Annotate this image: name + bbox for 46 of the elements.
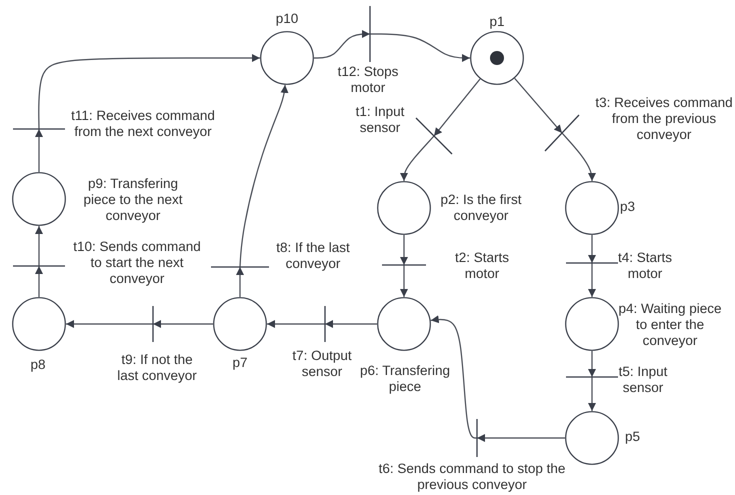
transition-label: t5: Input sensor bbox=[618, 364, 668, 396]
arc-arrow bbox=[38, 54, 260, 130]
place-label: p3 bbox=[620, 199, 636, 215]
arc-arrow bbox=[239, 84, 288, 268]
arc-arrow bbox=[588, 235, 596, 263]
arc-arrow bbox=[588, 263, 596, 297]
transition-label: t1: Input sensor bbox=[354, 104, 406, 136]
arc-arrow bbox=[588, 377, 596, 411]
place-label: p9: Transfering piece to the next conveyor bbox=[82, 176, 184, 224]
arc-arrow bbox=[562, 132, 596, 181]
transition-label: t11: Receives command from the next conveyor bbox=[70, 108, 216, 140]
arc-arrow bbox=[236, 267, 244, 297]
place-label: p7 bbox=[231, 355, 249, 371]
transition-label: t3: Receives command from the previous conveyor bbox=[594, 95, 734, 143]
transition-label: t9: If not the last conveyor bbox=[116, 352, 198, 384]
arc-arrow bbox=[400, 265, 408, 297]
arc-arrow bbox=[35, 129, 43, 172]
arc-arrow bbox=[370, 33, 470, 62]
place-label: p2: Is the first conveyor bbox=[439, 192, 523, 224]
place-label: p6: Transfering piece bbox=[358, 363, 452, 395]
transition-label: t4: Starts motor bbox=[616, 250, 674, 282]
place-label: p10 bbox=[274, 11, 300, 27]
transition-label: t6: Sends command to stop the previous conveyor bbox=[378, 461, 566, 493]
place-label: p5 bbox=[625, 429, 642, 445]
arc-arrow bbox=[514, 78, 562, 134]
transition-label: t2: Starts motor bbox=[454, 250, 510, 282]
arc-arrow bbox=[588, 351, 596, 377]
transition-label: t8: If the last conveyor bbox=[275, 240, 351, 272]
transition-label: t7: Output sensor bbox=[291, 348, 353, 380]
arc-arrow bbox=[434, 78, 480, 136]
arc-arrow bbox=[400, 136, 434, 181]
arc-arrow bbox=[325, 320, 377, 328]
arc-arrow bbox=[477, 434, 565, 442]
arc-arrow bbox=[153, 320, 213, 328]
transition-label: t10: Sends command to start the next conveyor bbox=[72, 239, 202, 287]
arc-arrow bbox=[314, 30, 370, 59]
arc-arrow bbox=[35, 226, 43, 266]
arc-arrow bbox=[400, 235, 408, 265]
place-label: p1 bbox=[488, 14, 506, 30]
arc-arrow bbox=[35, 266, 43, 297]
place-label: p4: Waiting piece to enter the conveyor bbox=[617, 301, 723, 349]
arc-arrow bbox=[66, 320, 153, 328]
arc-arrow bbox=[430, 315, 477, 439]
arc-arrow bbox=[267, 320, 325, 328]
transition-label: t12: Stops motor bbox=[336, 64, 400, 96]
place-label: p8 bbox=[29, 357, 47, 373]
